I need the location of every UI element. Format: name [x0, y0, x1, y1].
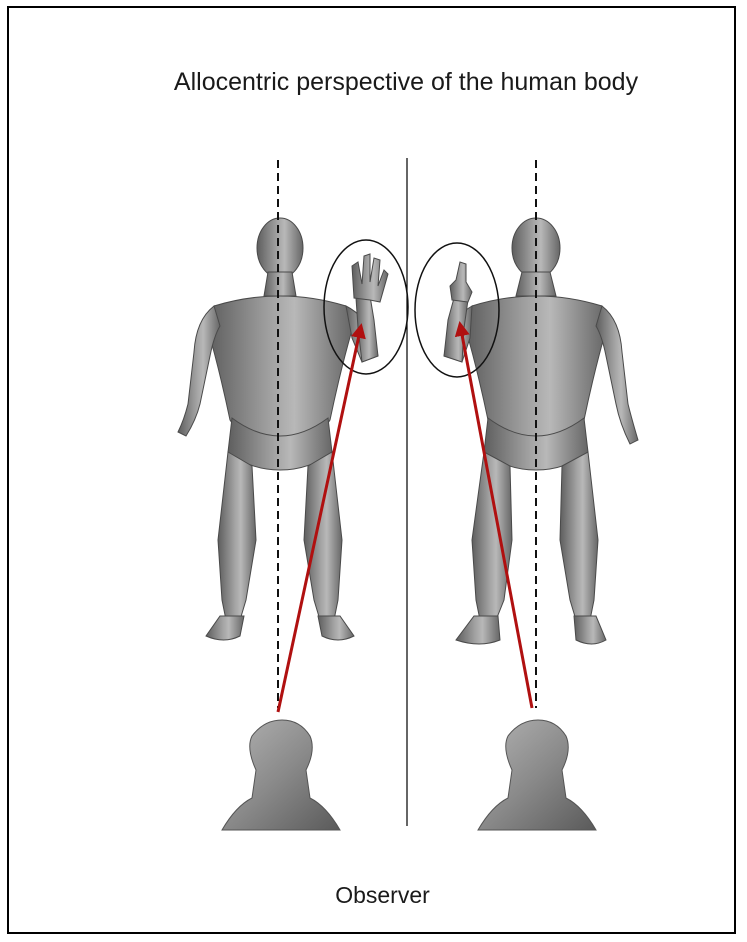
front-view-figure	[178, 218, 388, 640]
observer-head-left	[222, 720, 340, 830]
observer-label: Observer	[0, 882, 747, 909]
back-view-figure	[444, 218, 638, 644]
observer-head-right	[478, 720, 596, 830]
